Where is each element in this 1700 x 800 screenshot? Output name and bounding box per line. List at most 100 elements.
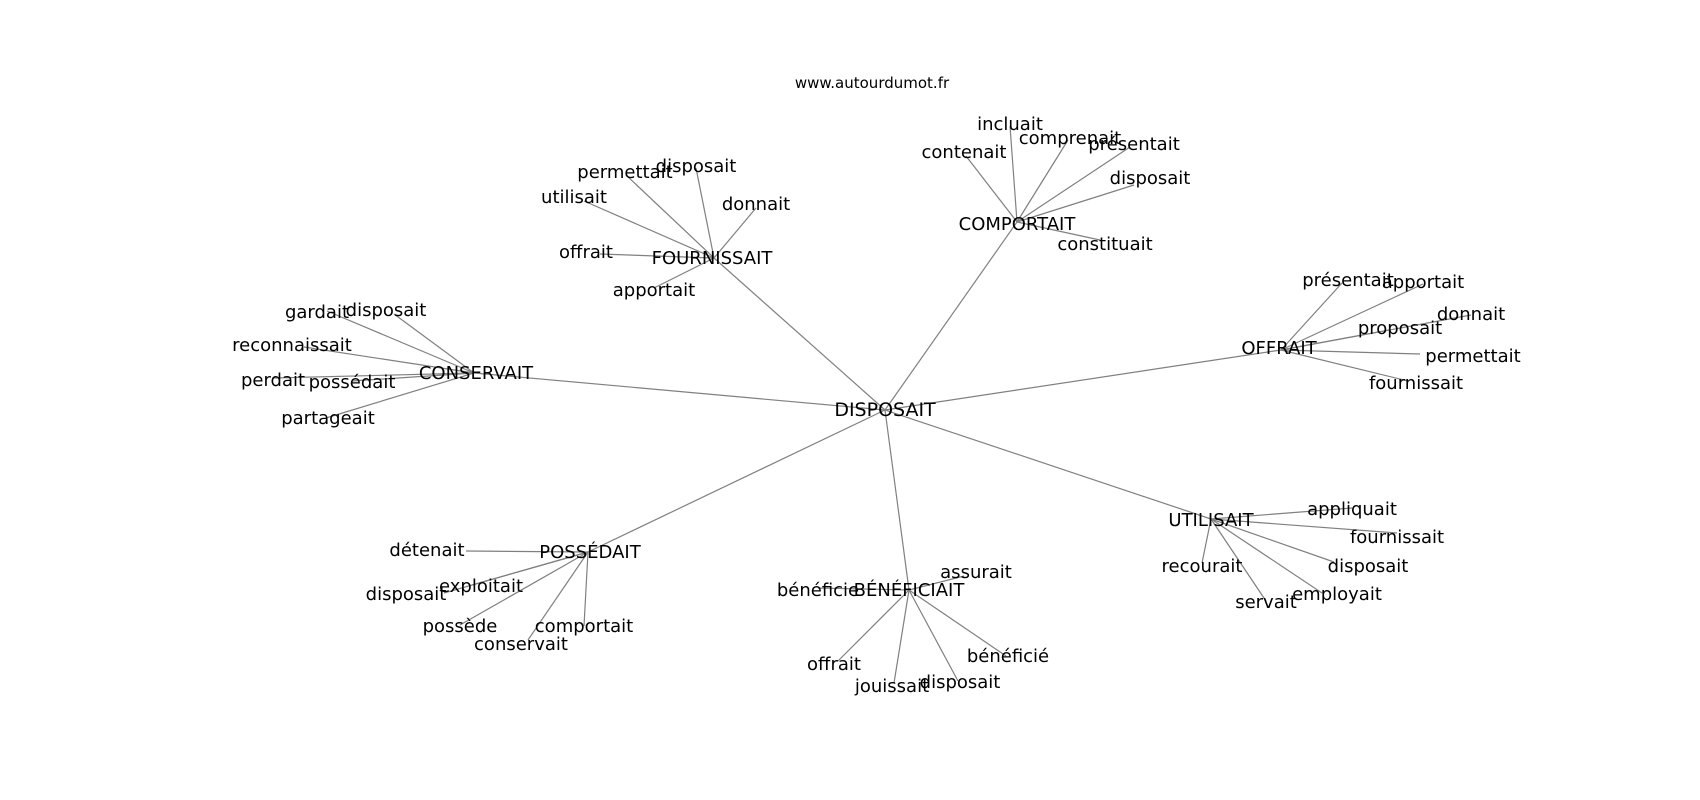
edge-fournissait-f6 (653, 257, 715, 289)
edge-possedait-p4 (459, 551, 589, 626)
leaf-word-fournissait-f2[interactable]: permettait (577, 162, 672, 183)
leaf-word-fournissait-f6[interactable]: apportait (613, 280, 695, 301)
edge-offrait-o5 (1280, 349, 1421, 355)
leaf-word-comportait-c1[interactable]: incluait (977, 114, 1043, 135)
leaf-word-fournissait-f3[interactable]: donnait (722, 194, 790, 215)
leaf-word-conservait-k4[interactable]: perdait (241, 370, 305, 391)
leaf-word-beneficiait-b1[interactable]: bénéficie (777, 580, 859, 601)
edge-beneficiait-b3 (837, 589, 910, 662)
leaf-word-offrait-o3[interactable]: donnait (1437, 304, 1505, 325)
edge-disposait-beneficiait (884, 409, 910, 591)
edge-beneficiait-b6 (908, 589, 959, 682)
leaf-word-conservait-k3[interactable]: reconnaissait (232, 335, 352, 356)
site-url[interactable]: www.autourdumot.fr (795, 74, 950, 92)
edge-disposait-comportait (884, 221, 1018, 411)
edge-beneficiait-b4 (908, 589, 1007, 657)
edge-disposait-offrait (884, 349, 1282, 411)
leaf-word-offrait-o1[interactable]: présentait (1302, 270, 1394, 291)
edge-conservait-k5 (351, 372, 475, 382)
hub-word-offrait[interactable]: OFFRAIT (1241, 338, 1317, 359)
edge-utilisait-u1 (1210, 507, 1353, 520)
edge-possedait-p1 (465, 550, 589, 553)
leaf-word-offrait-o5[interactable]: permettait (1425, 346, 1520, 367)
edge-fournissait-f4 (583, 200, 715, 259)
leaf-word-possedait-p1[interactable]: détenait (389, 540, 464, 561)
leaf-word-comportait-c2[interactable]: comprenait (1019, 128, 1121, 149)
leaf-word-beneficiait-b6[interactable]: disposait (920, 672, 1001, 693)
edge-fournissait-f2 (625, 174, 715, 259)
edge-offrait-o2 (1280, 283, 1424, 351)
edge-comportait-c2 (1016, 139, 1069, 223)
leaf-word-offrait-o6[interactable]: fournissait (1369, 373, 1463, 394)
edge-comportait-c1 (1009, 125, 1018, 223)
edge-possedait-p3 (443, 551, 589, 594)
edge-conservait-k2 (393, 313, 475, 374)
edge-beneficiait-b2 (908, 575, 965, 591)
leaf-word-comportait-c4[interactable]: présentait (1088, 134, 1180, 155)
leaf-word-fournissait-f4[interactable]: utilisait (541, 187, 607, 208)
leaf-word-possedait-p5[interactable]: comportait (535, 616, 633, 637)
leaf-word-utilisait-u5[interactable]: servait (1235, 592, 1297, 613)
edge-conservait-k1 (326, 310, 475, 374)
hub-word-utilisait[interactable]: UTILISAIT (1168, 510, 1254, 531)
hub-word-comportait[interactable]: COMPORTAIT (959, 214, 1077, 235)
edge-conservait-k4 (272, 372, 475, 379)
edge-utilisait-u2 (1210, 518, 1398, 534)
leaf-word-possedait-p3[interactable]: disposait (366, 584, 447, 605)
edge-comportait-c6 (1016, 221, 1101, 241)
edge-beneficiait-b1 (817, 587, 910, 591)
edge-offrait-o4 (1280, 329, 1390, 351)
leaf-word-comportait-c3[interactable]: contenait (922, 142, 1007, 163)
edge-disposait-utilisait (884, 409, 1212, 520)
edge-disposait-possedait (587, 409, 886, 553)
edge-offrait-o6 (1280, 349, 1409, 382)
leaf-word-conservait-k1[interactable]: gardait (285, 302, 349, 323)
leaf-word-utilisait-u2[interactable]: fournissait (1350, 527, 1444, 548)
leaf-word-possedait-p4[interactable]: possède (423, 616, 498, 637)
edge-utilisait-u6 (1210, 518, 1323, 594)
leaf-word-conservait-k6[interactable]: partageait (281, 408, 375, 429)
leaf-word-utilisait-u4[interactable]: disposait (1328, 556, 1409, 577)
hub-word-fournissait[interactable]: FOURNISSAIT (652, 248, 774, 269)
edge-utilisait-u5 (1210, 518, 1267, 602)
leaf-word-conservait-k2[interactable]: disposait (346, 300, 427, 321)
hub-word-conservait[interactable]: CONSERVAIT (419, 363, 534, 384)
edge-fournissait-f3 (713, 207, 757, 259)
leaf-word-possedait-p6[interactable]: conservait (474, 634, 568, 655)
leaf-word-possedait-p2[interactable]: exploitait (439, 576, 523, 597)
leaf-word-fournissait-f5[interactable]: offrait (559, 242, 613, 263)
edge-beneficiait-b5 (893, 589, 910, 684)
leaf-word-conservait-k5[interactable]: possédait (309, 372, 396, 393)
leaf-word-beneficiait-b3[interactable]: offrait (807, 654, 861, 675)
edge-comportait-c3 (965, 155, 1018, 223)
edge-comportait-c4 (1016, 146, 1131, 223)
edge-offrait-o1 (1280, 282, 1343, 351)
edge-conservait-k6 (325, 372, 475, 419)
labels-layer: disposaitpermettaitdonnaitutilisaitoffra… (232, 114, 1521, 697)
edge-fournissait-f1 (695, 167, 715, 259)
leaf-word-fournissait-f1[interactable]: disposait (656, 156, 737, 177)
leaf-word-beneficiait-b2[interactable]: assurait (940, 562, 1012, 583)
edge-fournissait-f5 (599, 253, 715, 259)
edge-disposait-conservait (473, 372, 886, 411)
center-word-disposait[interactable]: DISPOSAIT (834, 399, 936, 421)
leaf-word-utilisait-u3[interactable]: recourait (1162, 556, 1243, 577)
leaf-word-beneficiait-b5[interactable]: jouissait (854, 676, 929, 697)
edge-utilisait-u3 (1201, 518, 1212, 564)
edge-disposait-fournissait (713, 257, 886, 411)
leaf-word-beneficiait-b4[interactable]: bénéficié (967, 646, 1049, 667)
leaf-word-comportait-c5[interactable]: disposait (1110, 168, 1191, 189)
edges-layer (272, 125, 1472, 684)
leaf-word-comportait-c6[interactable]: constituait (1057, 234, 1152, 255)
leaf-word-utilisait-u1[interactable]: appliquait (1307, 499, 1397, 520)
edge-comportait-c5 (1016, 184, 1135, 223)
leaf-word-offrait-o2[interactable]: apportait (1382, 272, 1464, 293)
edge-utilisait-u4 (1210, 518, 1335, 563)
leaf-word-offrait-o4[interactable]: proposait (1358, 318, 1442, 339)
edge-conservait-k3 (303, 346, 475, 374)
leaf-word-utilisait-u6[interactable]: employait (1292, 584, 1382, 605)
hub-word-beneficiait[interactable]: BÉNÉFICIAIT (854, 579, 966, 601)
hub-word-possedait[interactable]: POSSÉDAIT (539, 541, 641, 563)
edge-possedait-p5 (583, 551, 589, 627)
